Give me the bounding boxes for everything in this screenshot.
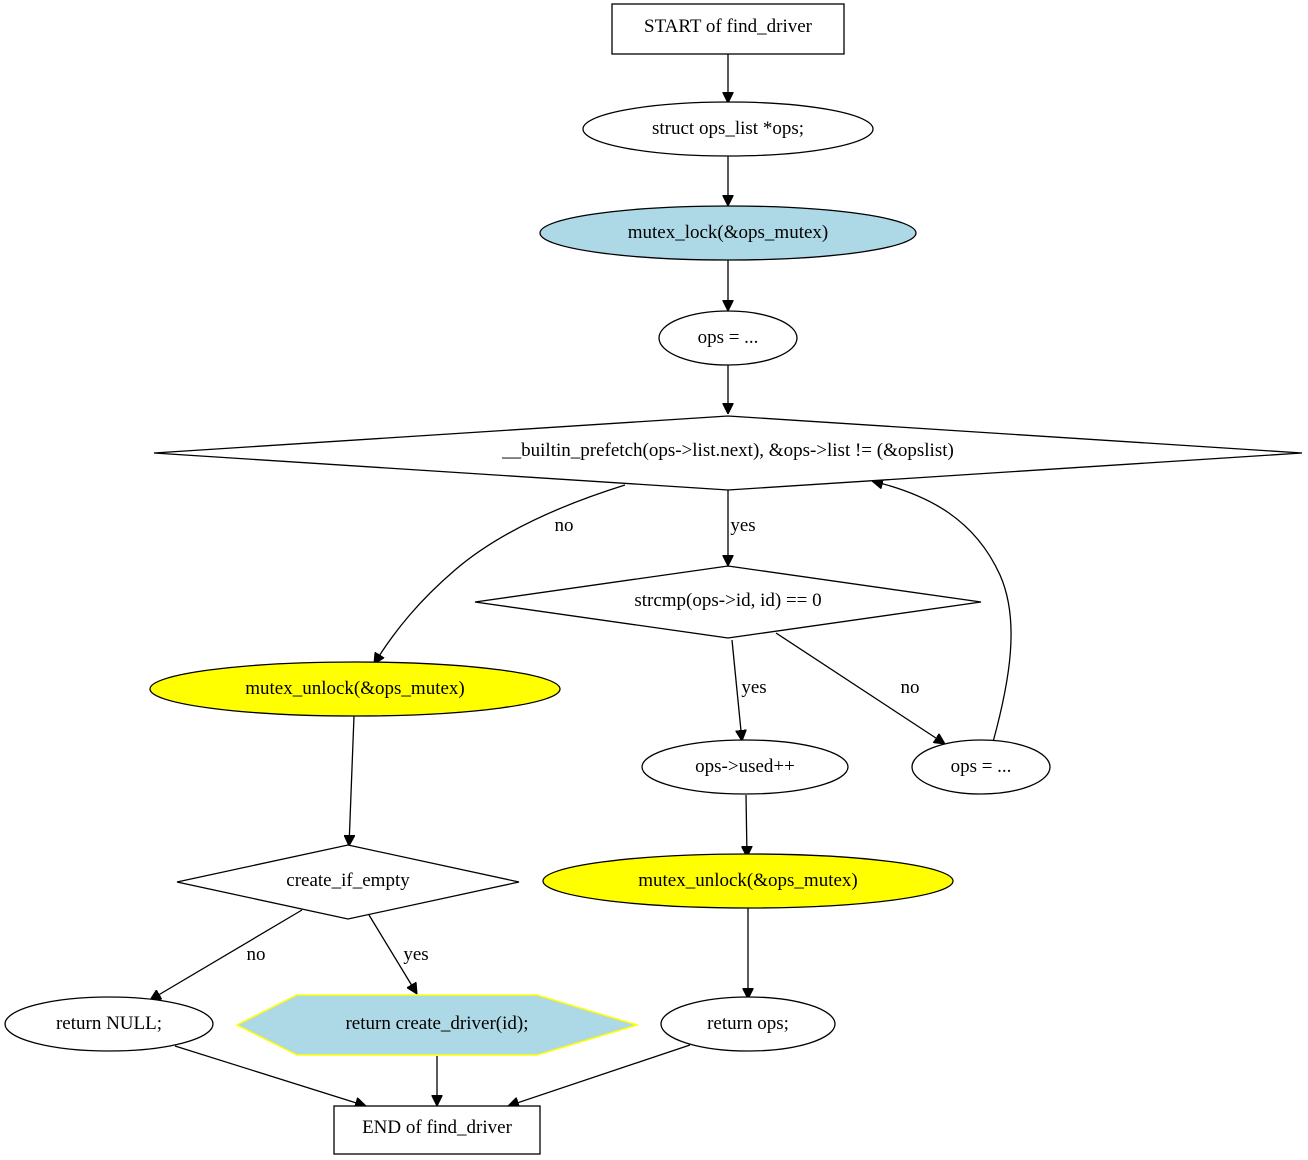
edge-label-create-no: no: [247, 944, 266, 965]
node-used-label: ops->used++: [695, 756, 795, 777]
node-end-shape: [333, 1105, 541, 1155]
edge-used-to-unlock-right: [746, 794, 747, 857]
node-unlock-right-label: mutex_unlock(&ops_mutex): [638, 870, 858, 891]
node-loop-label: __builtin_prefetch(ops->list.next), &ops…: [501, 440, 954, 461]
node-init-shape: [658, 310, 798, 366]
edges: [150, 54, 1012, 1106]
node-lock-shape: [539, 205, 917, 261]
node-decl: struct ops_list *ops;: [582, 101, 874, 157]
node-decl-shape: [582, 101, 874, 157]
node-create-if-empty-shape: [176, 844, 520, 920]
node-start-label: START of find_driver: [644, 16, 813, 37]
node-decl-label: struct ops_list *ops;: [652, 118, 804, 139]
node-ret-create-label: return create_driver(id);: [345, 1013, 528, 1034]
edge-labels: no yes yes no no yes: [247, 515, 920, 965]
node-init: ops = ...: [658, 310, 798, 366]
edge-ret-null-to-end: [174, 1045, 366, 1106]
edge-cmp-yes: [731, 639, 742, 741]
node-unlock-right: mutex_unlock(&ops_mutex): [542, 853, 954, 909]
node-used-shape: [641, 739, 849, 795]
node-start-shape: [611, 3, 845, 55]
edge-unlock-left-to-create-if-empty: [349, 715, 354, 846]
node-create-if-empty-label: create_if_empty: [286, 870, 410, 891]
node-cmp-label: strcmp(ops->id, id) == 0: [634, 590, 821, 611]
node-init-label: ops = ...: [698, 327, 759, 348]
node-start: START of find_driver: [611, 3, 845, 55]
node-ret-null-label: return NULL;: [56, 1013, 162, 1034]
node-cmp-shape: [474, 565, 982, 639]
edge-label-cmp-yes: yes: [741, 677, 766, 698]
node-ret-ops-label: return ops;: [707, 1013, 789, 1034]
node-next: ops = ...: [911, 739, 1051, 795]
edge-label-loop-yes: yes: [730, 515, 755, 536]
edge-label-loop-no: no: [555, 515, 574, 536]
node-end: END of find_driver: [333, 1105, 541, 1155]
node-ret-null: return NULL;: [4, 996, 214, 1052]
node-unlock-left: mutex_unlock(&ops_mutex): [149, 661, 561, 717]
node-loop-shape: [153, 415, 1303, 491]
node-unlock-left-label: mutex_unlock(&ops_mutex): [245, 678, 465, 699]
node-unlock-right-shape: [542, 853, 954, 909]
edge-create-yes: [368, 914, 417, 994]
edge-cmp-no: [775, 632, 945, 744]
node-ret-ops: return ops;: [660, 996, 836, 1052]
edge-next-back-to-loop: [872, 481, 1012, 743]
node-create-if-empty: create_if_empty: [176, 844, 520, 920]
node-end-label: END of find_driver: [362, 1117, 513, 1138]
node-next-shape: [911, 739, 1051, 795]
node-cmp: strcmp(ops->id, id) == 0: [474, 565, 982, 639]
node-lock: mutex_lock(&ops_mutex): [539, 205, 917, 261]
edge-ret-ops-to-end: [508, 1044, 691, 1106]
node-lock-label: mutex_lock(&ops_mutex): [628, 222, 829, 243]
node-next-label: ops = ...: [951, 756, 1012, 777]
edge-label-create-yes: yes: [403, 944, 428, 965]
node-ret-create: return create_driver(id);: [235, 994, 640, 1056]
edge-create-no: [150, 909, 303, 1000]
edge-label-cmp-no: no: [901, 677, 920, 698]
node-used: ops->used++: [641, 739, 849, 795]
edge-loop-no: [374, 484, 626, 664]
node-ret-null-shape: [4, 996, 214, 1052]
node-ret-create-shape: [235, 994, 640, 1056]
node-loop: __builtin_prefetch(ops->list.next), &ops…: [153, 415, 1303, 491]
node-ret-ops-shape: [660, 996, 836, 1052]
node-unlock-left-shape: [149, 661, 561, 717]
